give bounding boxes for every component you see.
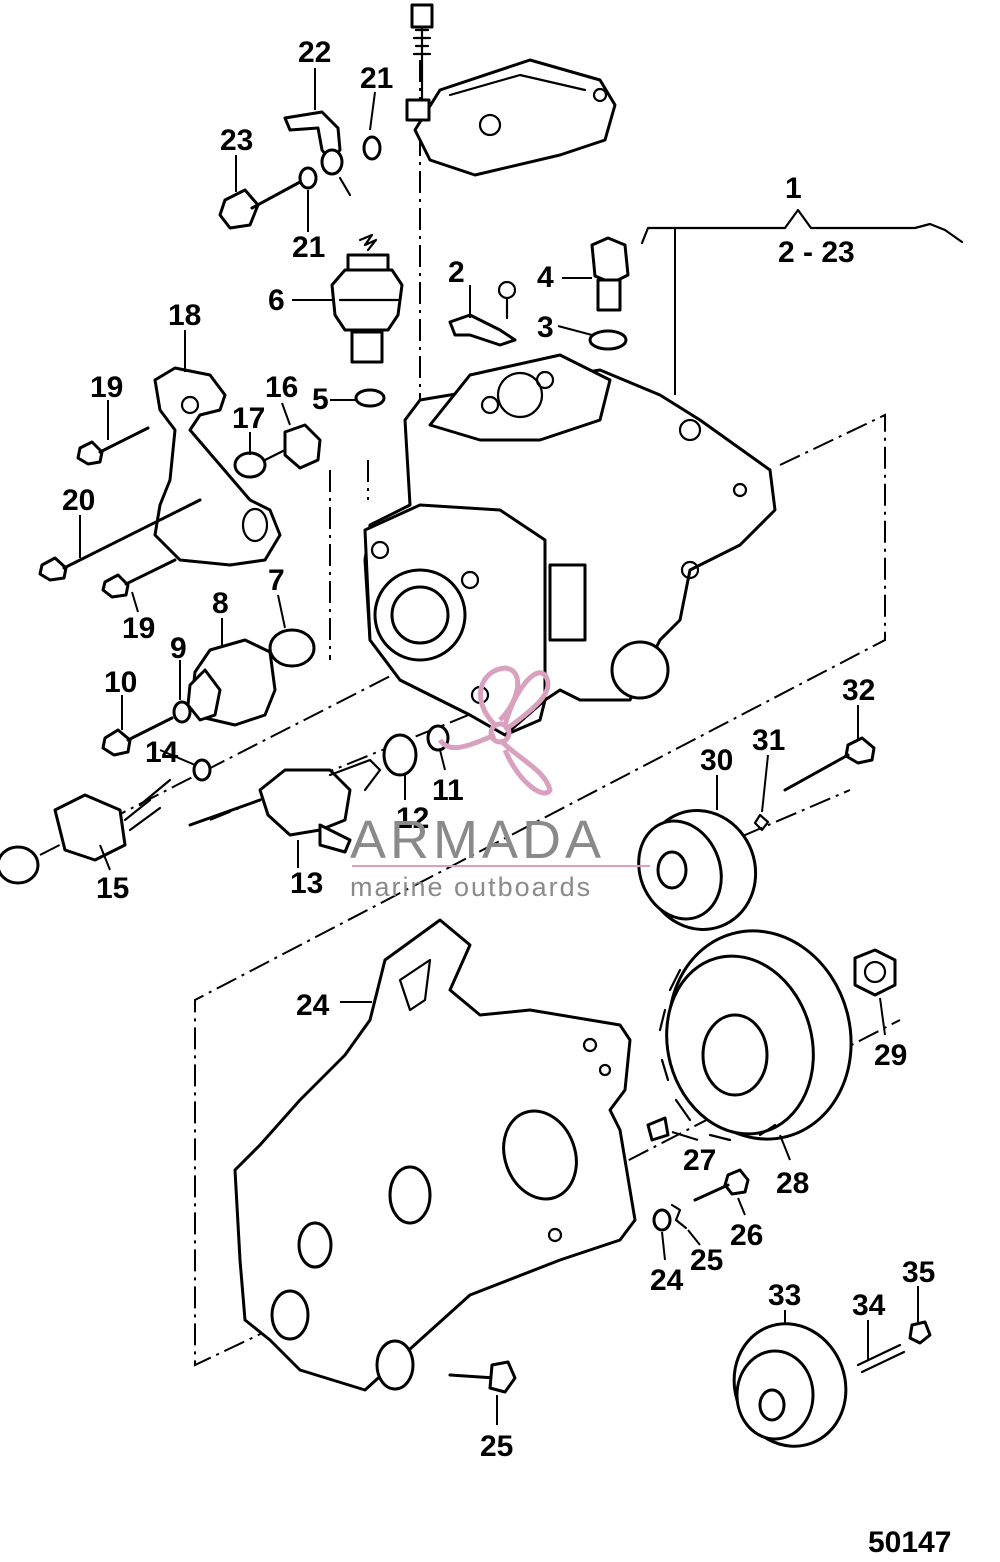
watermark-tagline: marine outboards <box>350 872 592 902</box>
injection-pump-body <box>363 353 777 737</box>
watermark-brand: ARMADA <box>350 810 605 870</box>
callout-20: 20 <box>62 484 95 517</box>
mounting-bracket <box>233 918 637 1392</box>
lever-nut <box>233 423 322 479</box>
callout-26: 24 <box>650 1264 684 1297</box>
drive-gear <box>658 929 853 1142</box>
leader-lines <box>79 68 919 1425</box>
callout-25: 25 <box>480 1430 513 1463</box>
callout-31: 29 <box>874 1039 907 1072</box>
bracket-and-screw <box>448 280 517 347</box>
callout-33: 31 <box>752 724 785 757</box>
sealing-washer <box>354 388 386 408</box>
callout-7: 7 <box>268 564 285 597</box>
callout-15: 15 <box>96 872 129 905</box>
accelerator-lever <box>153 366 282 567</box>
bracket-bolt <box>448 1360 517 1394</box>
callout-3: 3 <box>537 311 554 344</box>
callout-4: 4 <box>537 261 554 294</box>
callout-27: 25 <box>690 1244 723 1277</box>
callout-37: 35 <box>902 1256 935 1289</box>
propeller-icon <box>437 665 553 796</box>
banjo-fitting <box>218 110 382 230</box>
gear-nut <box>853 948 897 997</box>
pulley-bolt <box>753 736 876 832</box>
callout-35: 33 <box>768 1279 801 1312</box>
callout-11: 11 <box>432 774 464 807</box>
lever-bolts <box>38 426 202 599</box>
callout-24: 24 <box>296 989 330 1022</box>
callout-34: 32 <box>842 674 875 707</box>
callout-19-top: 19 <box>90 371 123 404</box>
callout-28: 26 <box>730 1219 763 1252</box>
callout-2-23: 2 - 23 <box>778 236 855 269</box>
idler-pulley <box>637 809 758 931</box>
callout-8: 8 <box>212 587 229 620</box>
callout-22: 22 <box>298 36 331 69</box>
callout-2: 2 <box>448 256 465 289</box>
callout-1: 1 <box>785 172 802 205</box>
group-bracket <box>640 208 964 395</box>
plug-and-washer <box>588 236 630 351</box>
callout-23: 23 <box>220 124 253 157</box>
fuel-solenoid <box>330 233 404 364</box>
callout-14: 14 <box>145 736 179 769</box>
callout-21-bottom: 21 <box>292 231 325 264</box>
callout-6: 6 <box>268 284 285 317</box>
callout-9: 9 <box>170 632 187 665</box>
callout-30: 28 <box>776 1167 809 1200</box>
callout-32: 30 <box>700 744 733 777</box>
timer-piston-assembly <box>0 758 212 885</box>
callout-5: 5 <box>312 383 329 416</box>
timer-bolt <box>101 700 192 757</box>
callout-36: 34 <box>852 1289 886 1322</box>
watermark: ARMADA marine outboards <box>350 665 650 902</box>
top-cover <box>413 58 617 177</box>
figure-reference-number: 50147 <box>868 1526 951 1559</box>
top-bolt <box>405 3 434 122</box>
callout-18: 18 <box>168 299 201 332</box>
tensioner-pulley <box>732 1320 932 1448</box>
callout-12: 12 <box>396 802 429 835</box>
callout-29: 27 <box>683 1144 716 1177</box>
callout-17: 17 <box>232 402 265 435</box>
callout-labels: 22 21 23 21 1 2 - 23 6 2 4 3 5 18 19 16 … <box>62 36 935 1463</box>
callout-21-top: 21 <box>360 62 393 95</box>
advance-valve <box>188 724 450 854</box>
callout-16: 16 <box>265 371 298 404</box>
callout-19-bottom: 19 <box>122 612 155 645</box>
timer-cover <box>186 628 316 727</box>
callout-10: 10 <box>104 666 137 699</box>
key-and-lockwasher <box>646 1116 750 1232</box>
callout-13: 13 <box>290 867 323 900</box>
